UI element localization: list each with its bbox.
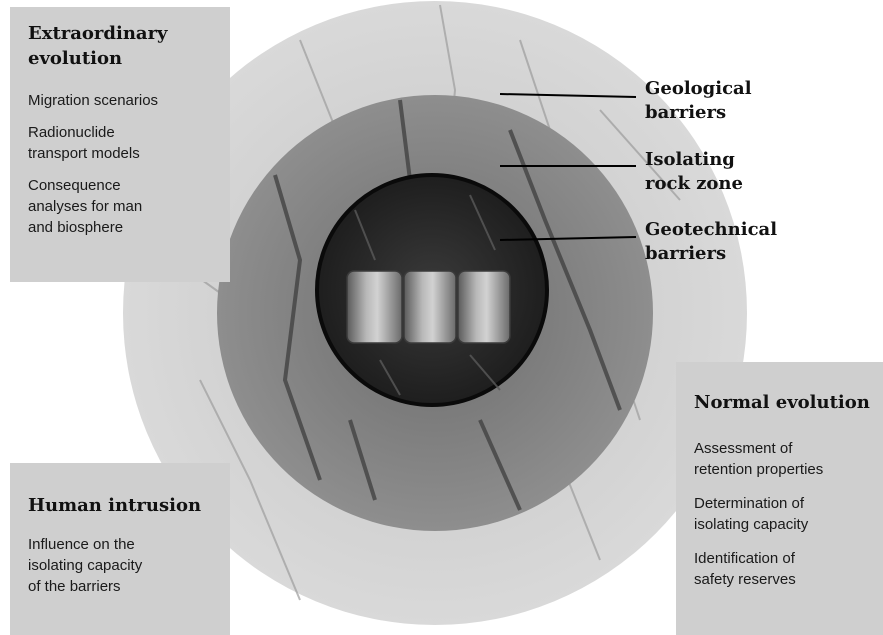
panel-item: Assessment of retention properties [694, 438, 883, 480]
canister [404, 271, 456, 343]
normal-evolution-panel: Normal evolution Assessment of retention… [676, 362, 883, 635]
panel-item: Consequence analyses for man and biosphe… [28, 175, 230, 238]
panel-item: Radionuclide transport models [28, 122, 230, 164]
waste-canisters [347, 271, 510, 343]
panel-item: Migration scenarios [28, 90, 230, 111]
geological-barriers-label: Geological barriers [645, 77, 752, 125]
panel-item: Determination of isolating capacity [694, 493, 883, 535]
normal-evolution-title: Normal evolution [694, 390, 883, 415]
extraordinary-evolution-panel: Extraordinary evolution Migration scenar… [10, 7, 230, 282]
panel-item: Identification of safety reserves [694, 548, 883, 590]
human-intrusion-title: Human intrusion [28, 493, 230, 518]
human-intrusion-panel: Human intrusion Influence on the isolati… [10, 463, 230, 635]
panel-item: Influence on the isolating capacity of t… [28, 534, 230, 597]
canister [347, 271, 402, 343]
isolating-rock-zone-label: Isolating rock zone [645, 148, 743, 196]
extraordinary-evolution-title: Extraordinary evolution [28, 21, 230, 71]
canister [458, 271, 510, 343]
geotechnical-barriers-label: Geotechnical barriers [645, 218, 777, 266]
